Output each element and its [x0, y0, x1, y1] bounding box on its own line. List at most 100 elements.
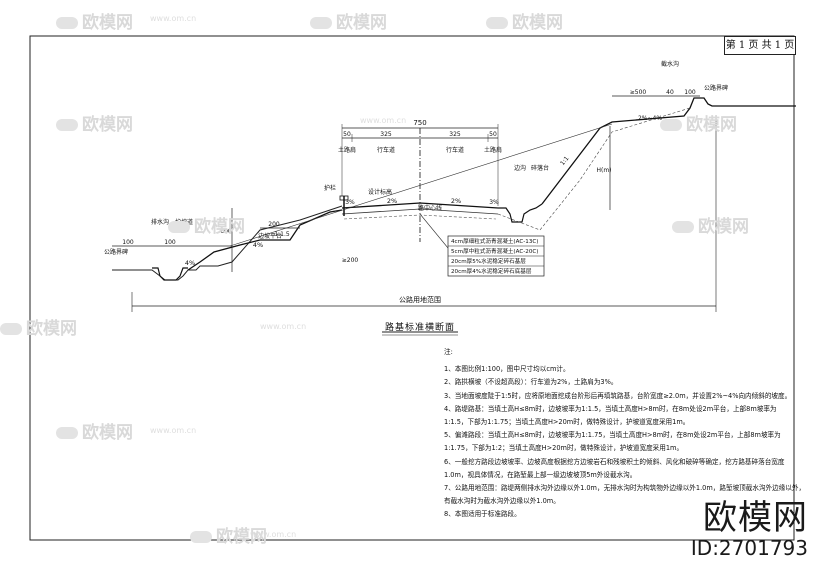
watermark-url: www.om.cn: [150, 14, 197, 23]
left-ditch: [152, 267, 188, 281]
slope-road-left: 2%: [387, 197, 397, 205]
label-side-ditch: 边沟: [514, 164, 526, 172]
watermark-url: www.om.cn: [360, 116, 407, 125]
watermark-logo-icon: [660, 119, 682, 131]
watermark: 欧模网: [56, 418, 133, 443]
dim-right-40: 40: [666, 89, 674, 96]
watermark-url: www.om.cn: [260, 322, 307, 331]
fill-slope-left: [187, 209, 343, 271]
label-centerline: 路中心线: [418, 204, 442, 212]
watermark-url: www.om.cn: [150, 426, 197, 435]
label-shoulder-left: 土路肩: [338, 146, 356, 154]
drawing-frame: [29, 35, 795, 541]
watermark-url: www.om.cn: [250, 530, 297, 539]
cut-slope-right: [541, 97, 796, 205]
notes-heading: 注:: [444, 348, 453, 356]
note-line: 1:1.5，下部为1:1.75；当填土高度H>20m时，做特殊设计，护坡道宽度采…: [444, 418, 690, 427]
brand-mark: 欧模网 ID:2701793: [691, 500, 808, 560]
watermark-text: 欧模网: [194, 217, 245, 237]
note-line: 4、路堤路基：当填土高H≤8m时，边坡坡率为1:1.5，当填土高度H>8m时，在…: [444, 404, 777, 413]
slope-bench-left: 4%: [253, 241, 263, 249]
watermark-logo-icon: [168, 221, 190, 233]
pavement-layer-4: 20cm厚4%水泥稳定碎石底基层: [451, 267, 532, 275]
watermark-logo-icon: [486, 17, 508, 29]
watermark: 欧模网: [486, 8, 563, 33]
dim-h-vary: H(m): [596, 167, 611, 174]
label-lane-left: 行车道: [377, 146, 395, 154]
slope-road-right: 2%: [451, 197, 461, 205]
dim-left-100a: 100: [122, 239, 134, 246]
dim-right-500: ≥500: [630, 89, 647, 96]
section-title: 路基标准横断面: [385, 321, 455, 333]
watermark-logo-icon: [310, 17, 332, 29]
slope-ditch-left: 4%: [185, 259, 195, 267]
watermark: 欧模网: [310, 8, 387, 33]
pavement-layer-3: 20cm厚5%水泥稳定碎石基层: [451, 257, 526, 265]
slope-shoulder-right: 3%: [489, 199, 499, 206]
note-line: 3、当地面坡度陡于1:5时，应将原地面挖成台阶形后再填筑路基，台阶宽度≥2.0m…: [444, 391, 792, 400]
guardrail-rail: [339, 195, 349, 201]
note-line: 5、偏滩路段：当填土高H≤8m时，边坡坡率为1:1.75，当填土高度H>8m时，…: [444, 431, 781, 440]
dim-left-ge200: ≥200: [342, 257, 359, 264]
note-line: 1、本图比例1:100，图中尺寸均以cm计。: [444, 365, 570, 374]
watermark-text: 欧模网: [336, 13, 387, 33]
dim-right-100: 100: [684, 89, 696, 96]
note-line: 7、公路用地范围：路堤两侧排水沟外边缘以外1.0m，无排水沟时为构筑物外边缘以外…: [444, 484, 806, 493]
label-shoulder-right: 土路肩: [484, 146, 502, 154]
right-side-ditch: [498, 203, 543, 223]
label-design-elev: 设计标高: [368, 188, 392, 196]
dim-left-100b: 100: [164, 239, 176, 246]
label-berm: 碎落台: [531, 164, 549, 172]
watermark: 欧模网: [168, 212, 245, 237]
watermark: 欧模网: [56, 8, 133, 33]
watermark-text: 欧模网: [686, 115, 737, 135]
watermark-text: 欧模网: [82, 423, 133, 443]
slope-fill: 1:1.5: [274, 231, 290, 238]
label-boundary-left: 公路界碑: [104, 248, 128, 256]
brand-name: 欧模网: [703, 498, 808, 538]
watermark-text: 欧模网: [82, 115, 133, 135]
label-drain-ditch: 排水沟: [151, 218, 169, 226]
watermark: 欧模网: [0, 314, 77, 339]
watermark-text: 欧模网: [26, 319, 77, 339]
watermark: 欧模网: [660, 110, 737, 135]
page-indicator: 第 1 页 共 1 页: [724, 36, 796, 55]
dim-lane-left: 325: [380, 131, 392, 138]
watermark-logo-icon: [56, 119, 78, 131]
label-intercept-ditch: 截水沟: [661, 60, 679, 68]
slope-top-right: 2%~4%: [638, 115, 662, 122]
dim-side-right: 50: [489, 131, 497, 138]
note-line: 8、本图适用于标准路段。: [444, 510, 521, 519]
slope-shoulder-left: 3%: [345, 199, 355, 206]
slope-cut: 1:1: [559, 155, 571, 167]
watermark-logo-icon: [672, 221, 694, 233]
note-line: 1.0m，视具体情况，在路堑最上部一级边坡坡顶5m外设截水沟。: [444, 470, 637, 479]
watermark-text: 欧模网: [698, 217, 749, 237]
watermark-logo-icon: [56, 17, 78, 29]
label-guardrail: 护栏: [324, 184, 336, 192]
watermark-logo-icon: [0, 323, 22, 335]
dim-left-600: 600: [220, 228, 232, 235]
design-line: [229, 123, 613, 247]
pavement-callout: [419, 213, 449, 249]
watermark: 欧模网: [190, 522, 267, 547]
note-line: 1:1.75，下部为1:2；当填土高度H>20m时，做特殊设计，护坡道宽度采用1…: [444, 444, 684, 453]
pavement-layer-1: 4cm厚细粒式沥青混凝土(AC-13C): [451, 237, 538, 245]
notes-block: 注: 1、本图比例1:100，图中尺寸均以cm计。 2、路拱横坡（不设超高段）：…: [444, 346, 806, 522]
watermark-text: 欧模网: [512, 13, 563, 33]
pavement-layer-2: 5cm厚中粒式沥青混凝土(AC-20C): [451, 247, 538, 255]
label-lane-right: 行车道: [446, 146, 464, 154]
dim-total: 750: [413, 119, 426, 127]
watermark-text: 欧模网: [82, 13, 133, 33]
label-bench: 边坡平台: [258, 232, 282, 240]
pavement-bottom-2: [343, 214, 497, 220]
brand-id: ID:2701793: [690, 536, 808, 560]
note-line: 6、一般挖方路段边坡坡率、边坡高度根据挖方边坡岩石和残坡积土的倾斜、风化和破碎等…: [444, 457, 785, 466]
watermark-text: 欧模网: [216, 527, 267, 547]
dim-side-left: 50: [343, 131, 351, 138]
land-range-label: 公路用地范围: [399, 295, 441, 304]
dim-lane-right: 325: [449, 131, 461, 138]
dim-left-200: 200: [268, 221, 280, 228]
watermark-logo-icon: [56, 427, 78, 439]
